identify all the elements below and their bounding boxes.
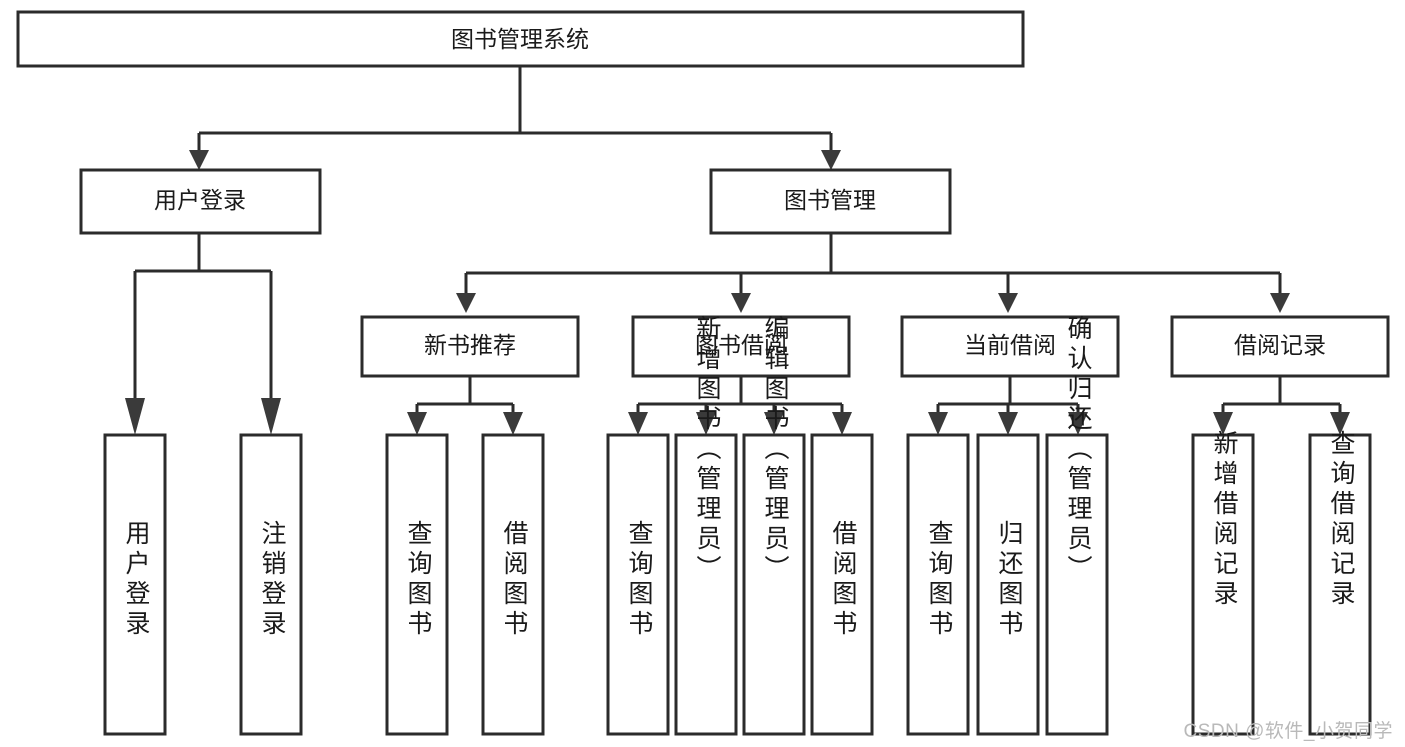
arrow-head-leaf-borrowrecord-1	[1330, 412, 1350, 435]
leaf-new-book-recommend-1[interactable]: 借阅图书	[481, 433, 545, 736]
leaf-borrow-record-0[interactable]: 新增借阅记录	[1191, 430, 1255, 736]
leaf-book-borrow-1[interactable]: 新增图书（管理员）	[674, 315, 738, 736]
leaf-book-borrow-3-label: 借阅图书	[829, 520, 858, 640]
node-user-login[interactable]: 用户登录	[79, 168, 322, 235]
leaf-book-borrow-2[interactable]: 编辑图书（管理员）	[742, 315, 806, 736]
leaf-current-borrow-0-label: 查询图书	[925, 520, 954, 640]
connector-current-borrow-to-leaves	[928, 376, 1088, 435]
leaf-new-book-recommend-1-label: 借阅图书	[500, 520, 529, 640]
leaf-current-borrow-2[interactable]: 确认归还（管理员）	[1045, 315, 1109, 736]
arrow-head-leaf-currentborrow-2	[1068, 412, 1088, 435]
arrow-head-leaf-borrowrecord-0	[1213, 412, 1233, 435]
node-root-box	[16, 10, 1025, 68]
leaf-user-login-1-label: 注销登录	[258, 520, 287, 640]
node-borrow-record-label: 借阅记录	[1234, 332, 1326, 358]
arrow-head-to-current-borrow	[998, 293, 1018, 313]
leaf-book-borrow-2-label: 编辑图书（管理员）	[761, 315, 790, 585]
arrow-head-leaf-currentborrow-1	[998, 412, 1018, 435]
connector-book-borrow-to-leaves	[628, 376, 852, 435]
leaf-borrow-record-1-label: 查询借阅记录	[1327, 430, 1356, 610]
leaf-current-borrow-1-label: 归还图书	[995, 520, 1024, 640]
node-new-book-recommend[interactable]: 新书推荐	[360, 315, 580, 378]
leaf-book-borrow-0[interactable]: 查询图书	[606, 433, 670, 736]
leaf-book-borrow-1-box	[674, 433, 738, 736]
leaf-book-borrow-1-label: 新增图书（管理员）	[693, 315, 722, 585]
leaf-borrow-record-1-box	[1308, 433, 1372, 736]
leaf-book-borrow-3-box	[810, 433, 874, 736]
leaf-user-login-0-label: 用户登录	[122, 520, 151, 640]
leaf-borrow-record-0-box	[1191, 433, 1255, 736]
arrow-head-leaf-bookborrow-2	[764, 412, 784, 435]
node-borrow-record-box	[1170, 315, 1390, 378]
leaf-current-borrow-1-box	[976, 433, 1040, 736]
arrow-head-leaf-newbook-0	[407, 412, 427, 435]
arrow-head-leaf-bookborrow-1	[696, 412, 716, 435]
leaf-current-borrow-2-box	[1045, 433, 1109, 736]
node-current-borrow[interactable]: 当前借阅	[900, 315, 1120, 378]
node-user-login-box	[79, 168, 322, 235]
node-book-management[interactable]: 图书管理	[709, 168, 952, 235]
leaf-book-borrow-0-label: 查询图书	[625, 520, 654, 640]
leaf-user-login-0[interactable]: 用户登录	[103, 433, 167, 736]
leaf-user-login-1-box	[239, 433, 303, 736]
arrow-head-to-user-login	[189, 150, 209, 170]
arrow-head-leaf-bookborrow-3	[832, 412, 852, 435]
arrow-head-to-book-borrow	[731, 293, 751, 313]
arrow-head-leaf-currentborrow-0	[928, 412, 948, 435]
arrow-head-to-book-manage	[821, 150, 841, 170]
leaf-new-book-recommend-0-label: 查询图书	[404, 520, 433, 640]
leaf-borrow-record-0-label: 新增借阅记录	[1210, 430, 1239, 610]
leaf-current-borrow-2-label: 确认归还（管理员）	[1064, 315, 1093, 585]
leaf-current-borrow-0[interactable]: 查询图书	[906, 433, 970, 736]
node-current-borrow-label: 当前借阅	[964, 332, 1056, 358]
arrow-head-leaf-user-login-0	[125, 398, 145, 435]
arrow-head-leaf-newbook-1	[503, 412, 523, 435]
connector-borrow-record-to-leaves	[1213, 376, 1350, 435]
arrow-head-to-new-book	[456, 293, 476, 313]
leaf-new-book-recommend-0[interactable]: 查询图书	[385, 433, 449, 736]
connector-new-book-to-leaves	[407, 376, 523, 435]
node-root-label: 图书管理系统	[451, 26, 589, 52]
arrow-head-leaf-bookborrow-0	[628, 412, 648, 435]
leaf-current-borrow-0-box	[906, 433, 970, 736]
node-book-management-box	[709, 168, 952, 235]
node-new-book-recommend-box	[360, 315, 580, 378]
node-current-borrow-box	[900, 315, 1120, 378]
arrow-head-leaf-user-login-1	[261, 398, 281, 435]
arrow-head-to-borrow-record	[1270, 293, 1290, 313]
node-new-book-recommend-label: 新书推荐	[424, 332, 516, 358]
node-root-book-management-system[interactable]: 图书管理系统	[16, 10, 1025, 68]
node-book-management-label: 图书管理	[784, 187, 876, 213]
leaf-new-book-recommend-1-box	[481, 433, 545, 736]
leaf-book-borrow-3[interactable]: 借阅图书	[810, 433, 874, 736]
leaf-user-login-0-box	[103, 433, 167, 736]
connector-root-to-level2	[189, 66, 841, 170]
leaf-new-book-recommend-0-box	[385, 433, 449, 736]
node-borrow-record[interactable]: 借阅记录	[1170, 315, 1390, 378]
node-user-login-label: 用户登录	[154, 187, 246, 213]
connector-book-manage-to-level3	[456, 233, 1290, 313]
leaf-user-login-1[interactable]: 注销登录	[239, 433, 303, 736]
leaf-borrow-record-1[interactable]: 查询借阅记录	[1308, 430, 1372, 736]
node-book-borrow-box	[631, 315, 851, 378]
leaf-current-borrow-1[interactable]: 归还图书	[976, 433, 1040, 736]
connector-user-login-to-leaves	[125, 233, 281, 435]
node-book-borrow-label: 图书借阅	[695, 332, 787, 358]
node-book-borrow[interactable]: 图书借阅	[631, 315, 851, 378]
leaf-book-borrow-2-box	[742, 433, 806, 736]
leaf-book-borrow-0-box	[606, 433, 670, 736]
